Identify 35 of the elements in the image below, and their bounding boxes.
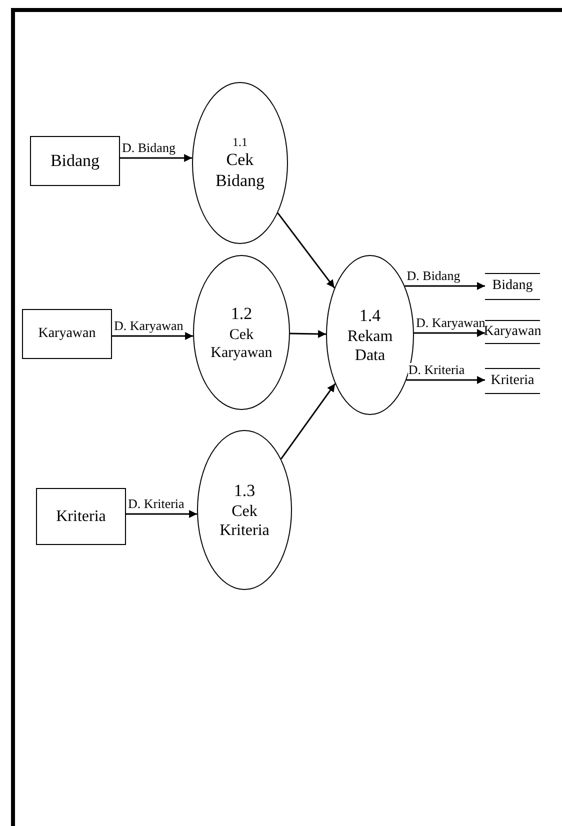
data-store bbox=[485, 368, 540, 394]
entity-box bbox=[30, 136, 120, 186]
node-label: Rekam Data bbox=[346, 326, 394, 366]
process-number: 1.4 bbox=[359, 304, 381, 327]
node-label: Cek Kriteria bbox=[218, 502, 270, 540]
edge-label: D. Bidang bbox=[406, 269, 460, 282]
process-number: 1.3 bbox=[234, 480, 256, 502]
arrow bbox=[290, 330, 326, 338]
entity-box bbox=[22, 309, 112, 359]
arrow bbox=[406, 376, 485, 384]
arrow bbox=[126, 510, 198, 518]
data-store bbox=[485, 273, 540, 300]
node-label: Kriteria bbox=[56, 506, 106, 526]
node-label: Cek Karyawan bbox=[210, 326, 274, 362]
node-label: Cek Bidang bbox=[214, 150, 266, 192]
edge-label: D. Bidang bbox=[122, 141, 176, 154]
data-store bbox=[485, 320, 540, 344]
arrow bbox=[112, 332, 194, 340]
arrow bbox=[414, 329, 485, 337]
arrow bbox=[280, 383, 336, 460]
process-number: 1.1 bbox=[232, 134, 248, 150]
edge-label: D. Karyawan bbox=[416, 316, 486, 329]
arrow bbox=[277, 212, 336, 288]
edge-label: D. Kriteria bbox=[408, 363, 465, 376]
node-label: Karyawan bbox=[484, 324, 542, 340]
node-label: Bidang bbox=[50, 150, 100, 172]
arrow bbox=[404, 282, 485, 290]
node-label: Bidang bbox=[492, 278, 533, 295]
edge-label: D. Kriteria bbox=[128, 497, 184, 510]
process-number: 1.2 bbox=[230, 303, 252, 326]
node-label: Kriteria bbox=[490, 372, 534, 390]
node-label: Karyawan bbox=[38, 326, 96, 342]
arrow bbox=[120, 154, 192, 162]
entity-box bbox=[36, 488, 126, 545]
edge-label: D. Karyawan bbox=[114, 319, 184, 332]
